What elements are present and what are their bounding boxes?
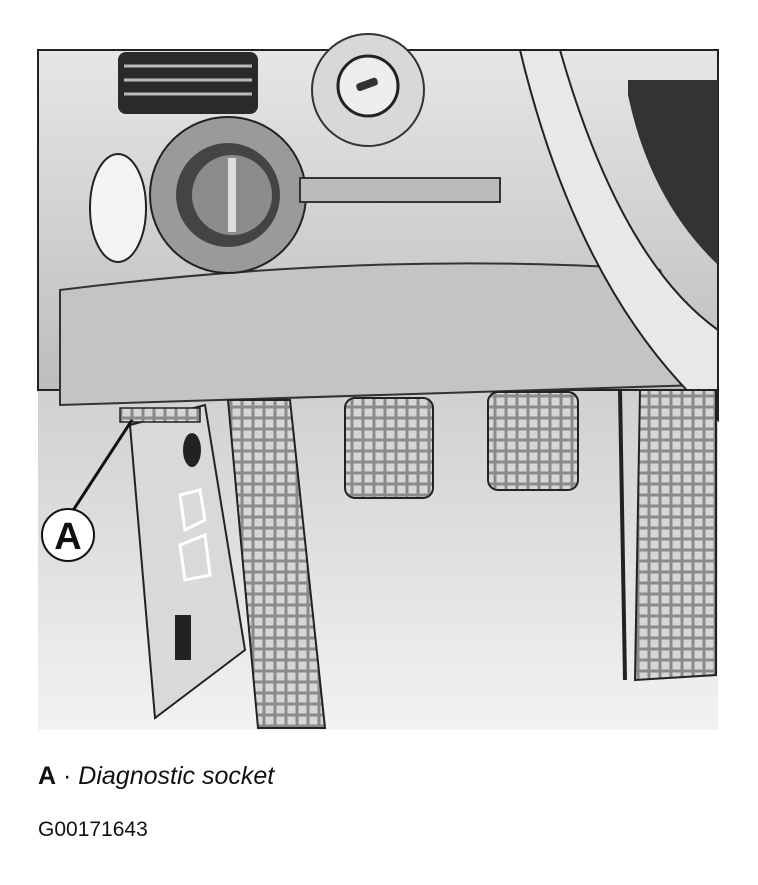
figure-code: G00171643 — [38, 818, 148, 841]
callout-circle — [41, 508, 95, 562]
right-pedal — [633, 389, 717, 682]
diagnostic-socket — [119, 407, 201, 423]
air-vent — [118, 52, 258, 114]
caption-separator: · — [56, 762, 79, 790]
callout-label-a: A — [54, 516, 81, 558]
caption-key: A — [38, 762, 57, 790]
callout-leader-line — [70, 419, 134, 513]
round-button — [89, 153, 147, 263]
light-switch-knob — [149, 116, 307, 274]
steering-wheel — [518, 49, 719, 423]
figure-caption: A · Diagnostic socket — [38, 762, 274, 791]
ignition-lock — [311, 33, 425, 147]
clutch-pedal-arm — [226, 399, 327, 729]
accelerator-pedal — [487, 391, 579, 491]
brake-pedal — [344, 397, 434, 499]
dashboard-footwell-illustration: A — [37, 33, 719, 730]
caption-description: Diagnostic socket — [78, 762, 275, 790]
